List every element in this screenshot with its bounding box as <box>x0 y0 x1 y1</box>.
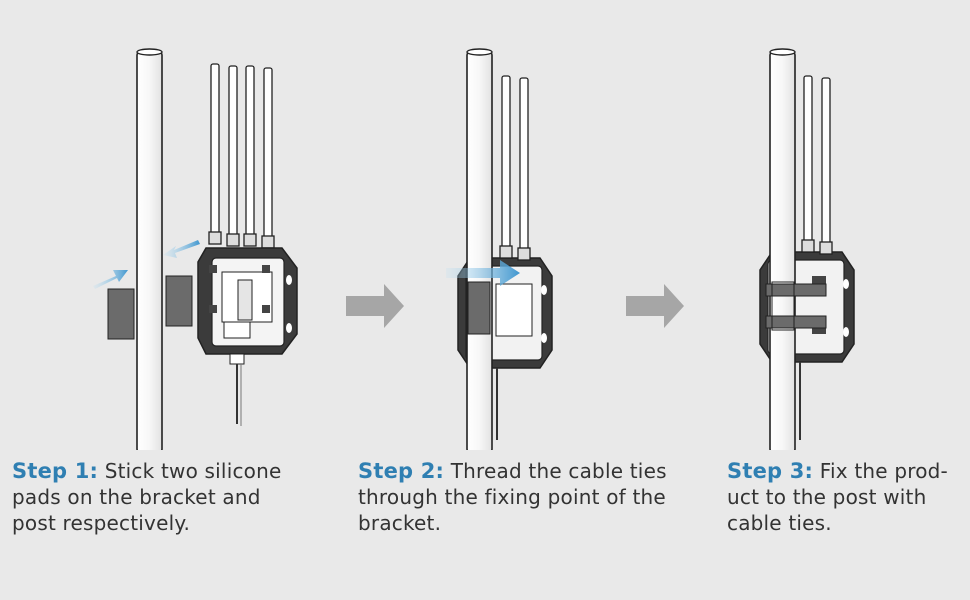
next-arrow-icon <box>626 284 684 328</box>
step2-caption: Step 2: Thread the cable ties through th… <box>358 458 703 536</box>
step3-caption: Step 3: Fix the prod- uct to the post wi… <box>727 458 962 536</box>
pole-icon <box>136 51 163 450</box>
pole-icon <box>466 51 493 450</box>
step3-label: Step 3: <box>727 459 814 483</box>
motion-arrow-icon <box>446 260 520 286</box>
installation-diagram <box>93 48 855 450</box>
silicone-pad-icon <box>467 281 491 335</box>
antenna-icon <box>208 63 275 249</box>
cable-tie-icon <box>765 281 827 331</box>
step3-text-line3: cable ties. <box>727 511 832 535</box>
antenna-icon <box>801 75 833 255</box>
step1-text-line2: pads on the bracket and <box>12 485 261 509</box>
step1-text-line3: post respectively. <box>12 511 191 535</box>
step1-caption: Step 1: Stick two silicone pads on the b… <box>12 458 312 536</box>
motion-arrow-icon <box>93 240 200 289</box>
step2-illustration <box>446 48 553 450</box>
silicone-pad-icon <box>165 275 193 327</box>
step1-label: Step 1: <box>12 459 99 483</box>
step3-illustration <box>759 48 855 450</box>
step1-text-line1: Stick two silicone <box>104 459 282 483</box>
step2-text-line1: Thread the cable ties <box>450 459 667 483</box>
step2-text-line3: bracket. <box>358 511 442 535</box>
step1-illustration <box>93 48 298 450</box>
antenna-icon <box>499 75 531 261</box>
pole-icon <box>769 51 796 450</box>
next-arrow-icon <box>346 284 404 328</box>
step2-text-line2: through the fixing point of the <box>358 485 666 509</box>
silicone-pad-icon <box>107 288 135 340</box>
step3-text-line1: Fix the prod- <box>819 459 948 483</box>
step3-text-line2: uct to the post with <box>727 485 927 509</box>
router-device-icon <box>197 247 298 426</box>
step2-label: Step 2: <box>358 459 445 483</box>
